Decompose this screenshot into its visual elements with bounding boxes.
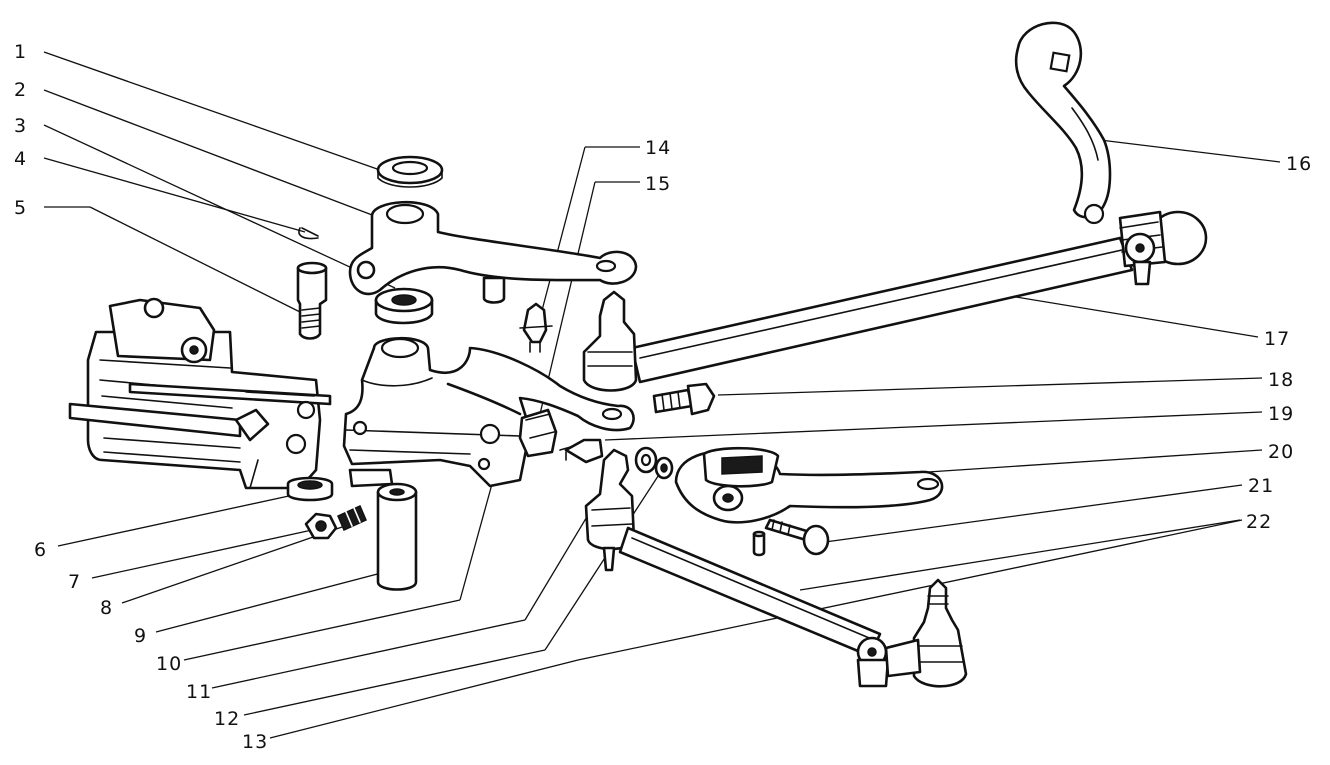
pin-22 <box>752 530 766 557</box>
label-1: 1 <box>14 41 27 63</box>
adjuster-sleeve <box>296 261 328 340</box>
label-22: 22 <box>1246 511 1272 533</box>
label-12: 12 <box>214 708 240 730</box>
washer-small <box>654 456 674 480</box>
drop-arm <box>1014 21 1112 225</box>
label-6: 6 <box>34 539 47 561</box>
track-rod-short <box>618 526 890 688</box>
label-15: 15 <box>645 173 671 195</box>
label-2: 2 <box>14 79 27 101</box>
label-11: 11 <box>186 681 212 703</box>
nut-6 <box>286 476 334 502</box>
grease-nipple-14 <box>519 302 553 353</box>
washer-12 <box>634 446 658 474</box>
label-18: 18 <box>1268 369 1294 391</box>
ball-joint-upper <box>582 290 638 392</box>
label-8: 8 <box>100 597 113 619</box>
label-3: 3 <box>14 115 27 137</box>
grub-screw <box>337 505 367 531</box>
label-20: 20 <box>1268 441 1294 463</box>
idler-lever-bracket <box>342 336 635 488</box>
bush-3 <box>374 287 434 325</box>
callout-labels: 1 2 3 4 5 6 7 8 9 10 11 12 13 14 15 16 1… <box>14 41 1312 753</box>
clamp-bolt <box>764 518 830 556</box>
idler-arm <box>674 446 944 524</box>
label-21: 21 <box>1248 475 1274 497</box>
clamp-block <box>518 408 558 458</box>
ball-joint-right <box>884 578 968 688</box>
pivot-pin <box>376 482 418 591</box>
nut-7 <box>304 512 338 540</box>
label-9: 9 <box>134 625 147 647</box>
label-4: 4 <box>14 148 27 170</box>
bolt-18 <box>652 382 716 416</box>
upper-steering-arm <box>348 200 638 304</box>
label-13: 13 <box>242 731 268 753</box>
split-pin <box>298 227 319 240</box>
steering-box <box>68 297 332 490</box>
label-19: 19 <box>1268 403 1294 425</box>
label-17: 17 <box>1264 328 1290 350</box>
label-14: 14 <box>645 137 671 159</box>
grease-nipple-19 <box>559 438 604 464</box>
drag-link <box>630 210 1208 384</box>
washer-1 <box>376 155 444 188</box>
label-10: 10 <box>156 653 182 675</box>
label-16: 16 <box>1286 153 1312 175</box>
label-5: 5 <box>14 197 27 219</box>
label-7: 7 <box>68 571 81 593</box>
